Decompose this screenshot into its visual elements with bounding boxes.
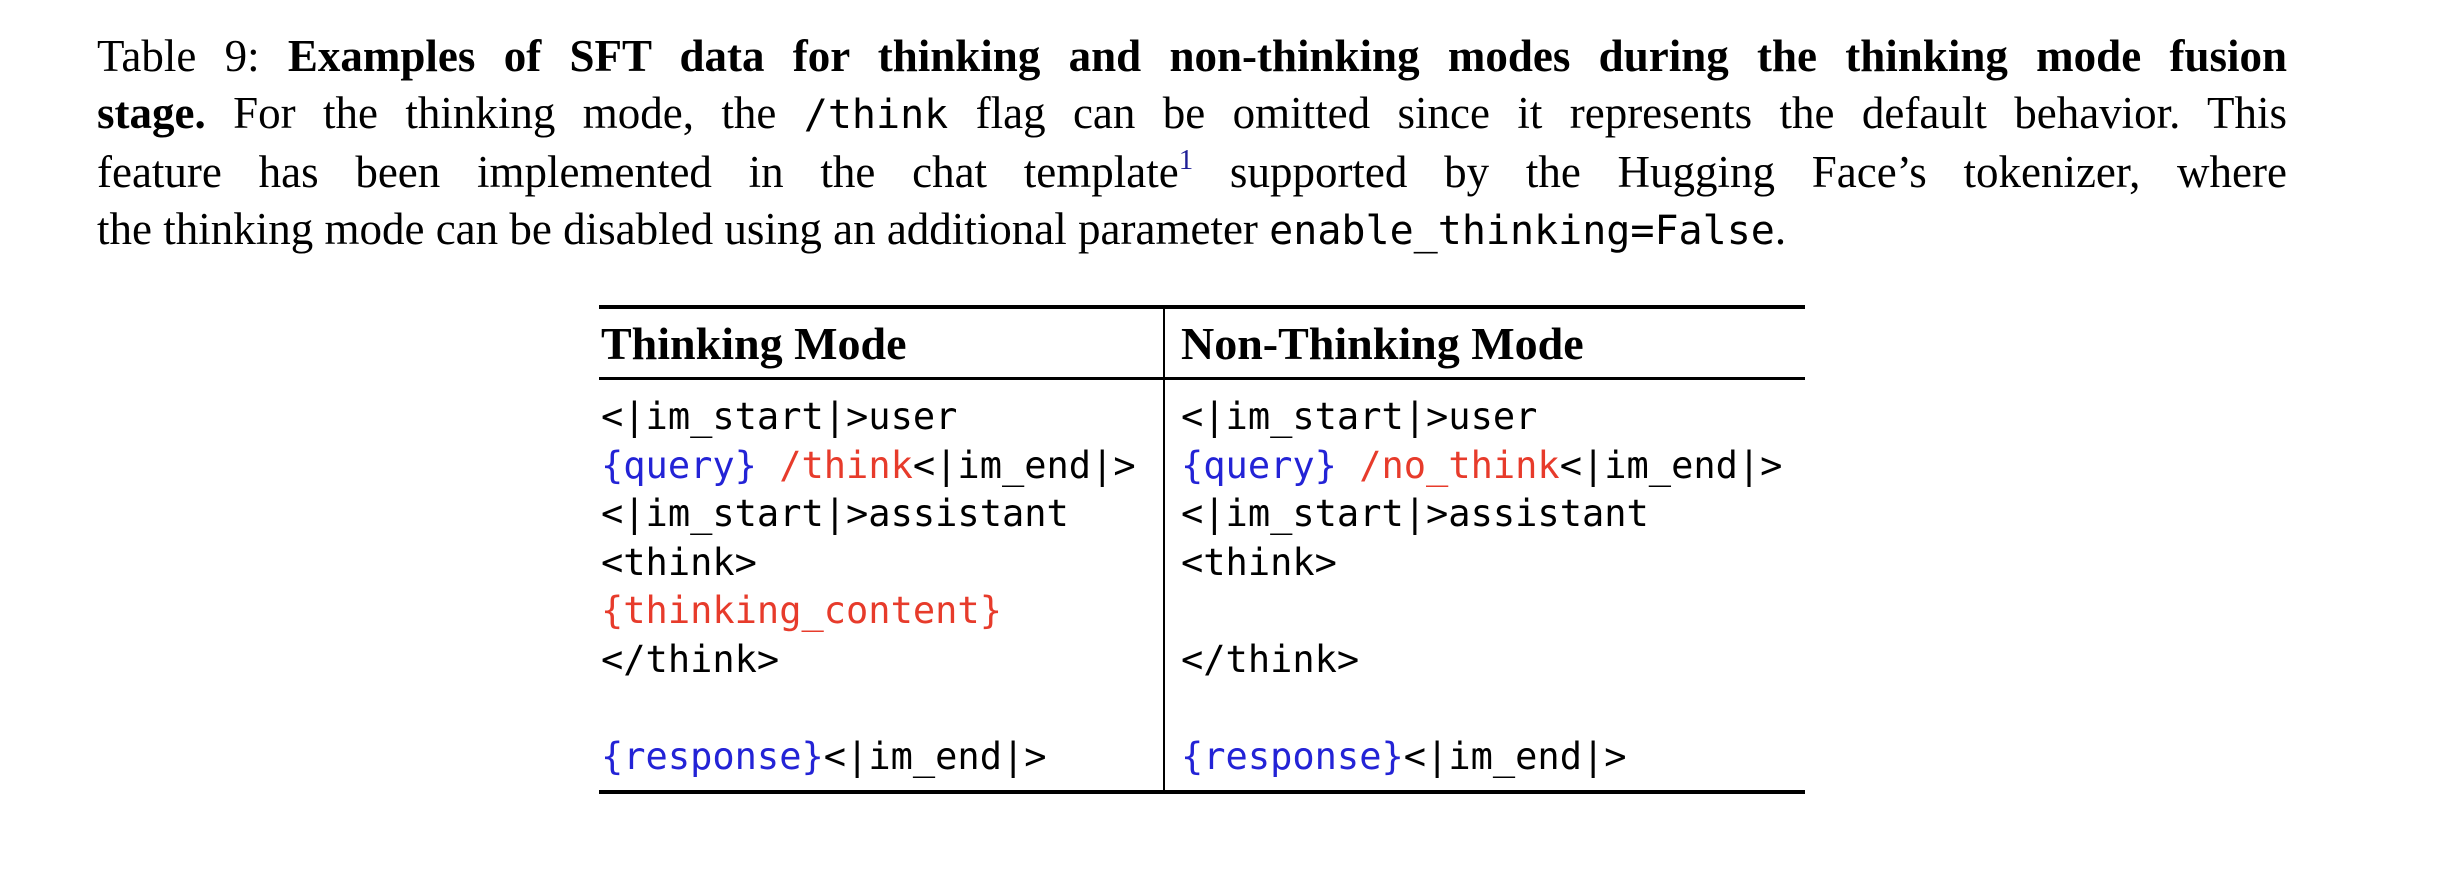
code-token: <|im_start|>assistant: [1181, 492, 1649, 535]
table-bottom-rule: [599, 790, 1805, 794]
caption-text: feature has been implemented in the chat…: [97, 147, 1179, 197]
code-token: </think>: [1181, 637, 1360, 681]
code-line: <|im_start|>user: [1181, 393, 1805, 442]
code-line: </think>: [1181, 636, 1805, 685]
code-token: <|im_end|>: [912, 443, 1136, 487]
code-token: <think>: [1181, 540, 1337, 584]
code-line: <|im_start|>assistant: [601, 490, 1163, 539]
code-line: [1181, 684, 1805, 733]
code-line: {query} /think<|im_end|>: [601, 442, 1163, 491]
code-line: {query} /no_think<|im_end|>: [1181, 442, 1805, 491]
code-line: <|im_start|>assistant: [1181, 490, 1805, 539]
table-caption: Table 9: Examples of SFT data for thinki…: [97, 28, 2287, 260]
code-token: {query}: [601, 443, 757, 487]
code-line: {thinking_content}: [601, 587, 1163, 636]
code-token: <|im_end|>: [1403, 734, 1627, 778]
caption-line: Table 9: Examples of SFT data for thinki…: [97, 28, 2287, 85]
code-token: <|im_start|>user: [1181, 395, 1538, 438]
code-line: </think>: [601, 636, 1163, 685]
caption-line: the thinking mode can be disabled using …: [97, 201, 2287, 260]
caption-text: For the thinking mode, the: [205, 88, 804, 138]
caption-bold-text: Examples of SFT data for thinking and no…: [287, 31, 2288, 81]
column-header-non-thinking-mode: Non-Thinking Mode: [1181, 317, 1584, 369]
caption-line: stage. For the thinking mode, the /think…: [97, 85, 2287, 144]
sft-examples-table: Thinking Mode Non-Thinking Mode <|im_sta…: [599, 305, 1805, 794]
table-mid-rule: [599, 377, 1805, 380]
code-token: {response}: [1181, 734, 1404, 778]
code-line: [601, 684, 1163, 733]
code-line: <think>: [601, 539, 1163, 588]
code-token: <|im_end|>: [823, 734, 1047, 778]
caption-bold-text: stage.: [97, 88, 206, 138]
cell-thinking-mode: <|im_start|>user{query} /think<|im_end|>…: [599, 393, 1163, 781]
code-token: <|im_end|>: [1559, 443, 1783, 487]
code-token: [1337, 444, 1359, 487]
code-token: <think>: [601, 540, 757, 584]
caption-text: flag can be omitted since it represents …: [948, 88, 2287, 138]
code-token: <|im_start|>user: [601, 395, 958, 438]
column-header-thinking-mode: Thinking Mode: [601, 317, 907, 369]
code-line: {response}<|im_end|>: [601, 733, 1163, 782]
code-token: {query}: [1181, 443, 1337, 487]
code-line: {response}<|im_end|>: [1181, 733, 1805, 782]
code-line: [1181, 587, 1805, 636]
table-body-row: <|im_start|>user{query} /think<|im_end|>…: [599, 380, 1805, 790]
code-token: /think: [779, 443, 913, 487]
inline-code: /think: [803, 92, 949, 138]
table-header-row: Thinking Mode Non-Thinking Mode: [599, 309, 1805, 377]
code-token: </think>: [601, 637, 780, 681]
footnote-marker-link[interactable]: 1: [1178, 144, 1194, 176]
caption-text: .: [1774, 204, 1787, 254]
cell-non-thinking-mode: <|im_start|>user{query} /no_think<|im_en…: [1163, 393, 1805, 781]
caption-text: the thinking mode can be disabled using …: [97, 204, 1270, 254]
code-line: <|im_start|>user: [601, 393, 1163, 442]
code-token: /no_think: [1359, 443, 1560, 487]
code-token: <|im_start|>assistant: [601, 492, 1069, 535]
caption-line: feature has been implemented in the chat…: [97, 144, 2287, 201]
caption-text: supported by the Hugging Face’s tokenize…: [1193, 147, 2287, 197]
code-token: [757, 444, 779, 487]
code-token: {response}: [601, 734, 824, 778]
inline-code: enable_thinking=False: [1269, 208, 1775, 254]
caption-text: Table 9:: [97, 31, 288, 81]
code-line: <think>: [1181, 539, 1805, 588]
code-token: {thinking_content}: [601, 589, 1002, 632]
column-divider-rule: [1163, 309, 1165, 790]
table-top-rule: [599, 305, 1805, 309]
